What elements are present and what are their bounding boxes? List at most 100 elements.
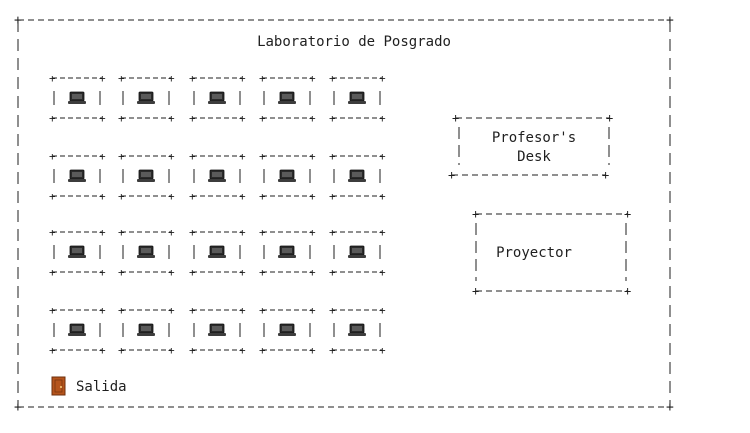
svg-text:+: +: [239, 226, 246, 239]
svg-text:+: +: [14, 400, 22, 415]
workstation[interactable]: ++++: [329, 150, 386, 203]
svg-text:+: +: [309, 72, 316, 85]
svg-text:+: +: [99, 344, 106, 357]
svg-text:+: +: [329, 226, 336, 239]
workstation[interactable]: ++++: [189, 150, 246, 203]
workstation[interactable]: + + + +: [118, 150, 175, 203]
laptop-icon: [137, 245, 155, 258]
svg-text:+: +: [309, 304, 316, 317]
workstation[interactable]: + + + +: [329, 72, 386, 125]
svg-text:+: +: [329, 72, 336, 85]
svg-text:+: +: [189, 226, 196, 239]
svg-text:+: +: [168, 344, 175, 357]
svg-text:+: +: [49, 266, 56, 279]
svg-text:+: +: [259, 190, 266, 203]
svg-text:+: +: [118, 304, 125, 317]
svg-text:+: +: [448, 168, 455, 182]
svg-text:+: +: [259, 226, 266, 239]
svg-text:+: +: [624, 284, 631, 298]
workstation[interactable]: ++++: [49, 150, 106, 203]
svg-text:+: +: [329, 304, 336, 317]
svg-text:+: +: [239, 304, 246, 317]
svg-text:+: +: [189, 150, 196, 163]
workstation[interactable]: ++++: [49, 72, 106, 125]
workstation[interactable]: ++++: [49, 226, 106, 279]
svg-text:+: +: [99, 190, 106, 203]
svg-text:+: +: [379, 190, 386, 203]
laptop-icon: [278, 245, 296, 258]
laptop-icon: [348, 323, 366, 336]
svg-text:+: +: [329, 344, 336, 357]
workstation[interactable]: ++++: [189, 304, 246, 357]
svg-text:+: +: [309, 344, 316, 357]
svg-text:+: +: [168, 190, 175, 203]
svg-text:+: +: [239, 150, 246, 163]
svg-text:+: +: [259, 72, 266, 85]
exit[interactable]: Salida: [51, 376, 127, 396]
workstation[interactable]: ++++: [189, 226, 246, 279]
workstation[interactable]: ++++: [259, 304, 316, 357]
workstation[interactable]: + + + +: [259, 226, 316, 279]
svg-text:+: +: [168, 150, 175, 163]
svg-text:+: +: [168, 304, 175, 317]
svg-text:+: +: [379, 150, 386, 163]
laptop-icon: [208, 323, 226, 336]
svg-text:+: +: [118, 226, 125, 239]
professor-desk[interactable]: + + + + Profesor's Desk: [448, 111, 613, 182]
svg-text:+: +: [379, 266, 386, 279]
svg-text:+: +: [118, 112, 125, 125]
workstation[interactable]: ++++: [259, 150, 316, 203]
room-corners: + + + +: [14, 13, 674, 415]
svg-text:+: +: [602, 168, 609, 182]
svg-text:+: +: [309, 266, 316, 279]
svg-text:+: +: [49, 112, 56, 125]
projector[interactable]: + + + + Proyector: [472, 207, 631, 298]
laptop-icon: [208, 245, 226, 258]
svg-text:+: +: [49, 226, 56, 239]
workstation[interactable]: ++++: [189, 72, 246, 125]
professor-desk-label-line2: Desk: [517, 149, 551, 165]
svg-text:+: +: [99, 72, 106, 85]
laptop-icon: [68, 169, 86, 182]
svg-text:+: +: [472, 207, 479, 221]
workstation[interactable]: ++++: [118, 226, 175, 279]
svg-text:+: +: [118, 190, 125, 203]
laptop-icon: [68, 91, 86, 104]
laptop-icon: [137, 91, 155, 104]
svg-text:+: +: [379, 112, 386, 125]
workstation[interactable]: + + + +: [118, 304, 175, 357]
laptop-icon: [348, 91, 366, 104]
room-title: Laboratorio de Posgrado: [257, 34, 451, 50]
laptop-icon: [208, 169, 226, 182]
svg-text:+: +: [329, 266, 336, 279]
laptop-icon: [348, 245, 366, 258]
svg-text:+: +: [239, 72, 246, 85]
svg-text:+: +: [259, 266, 266, 279]
svg-text:+: +: [189, 304, 196, 317]
laptop-icon: [68, 323, 86, 336]
svg-text:+: +: [666, 13, 674, 28]
svg-text:+: +: [14, 13, 22, 28]
workstation[interactable]: ++++: [329, 304, 386, 357]
svg-text:+: +: [379, 226, 386, 239]
svg-text:+: +: [329, 112, 336, 125]
workstation[interactable]: + + + +: [329, 226, 386, 279]
svg-text:+: +: [49, 72, 56, 85]
svg-text:+: +: [118, 266, 125, 279]
svg-text:+: +: [329, 150, 336, 163]
svg-text:+: +: [49, 344, 56, 357]
svg-text:+: +: [259, 344, 266, 357]
laptop-icon: [278, 169, 296, 182]
svg-text:+: +: [118, 72, 125, 85]
svg-text:+: +: [118, 344, 125, 357]
laptop-icon: [137, 169, 155, 182]
svg-text:+: +: [309, 226, 316, 239]
svg-text:+: +: [379, 72, 386, 85]
workstation[interactable]: ++++: [49, 304, 106, 357]
door-icon: [51, 376, 66, 396]
svg-text:+: +: [452, 111, 459, 125]
projector-label: Proyector: [496, 245, 572, 261]
workstation[interactable]: ++++: [118, 72, 175, 125]
workstation[interactable]: ++++: [259, 72, 316, 125]
svg-text:+: +: [118, 150, 125, 163]
